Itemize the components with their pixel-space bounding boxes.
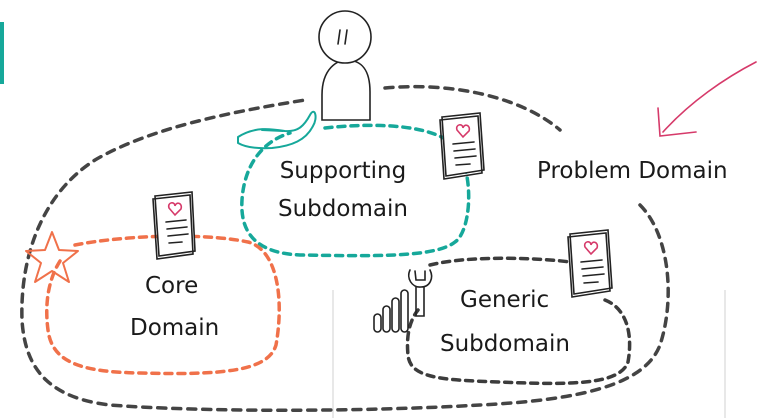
document-heart-icon	[439, 112, 485, 180]
problem-domain-label: Problem Domain	[537, 158, 728, 184]
hand-icon	[237, 110, 317, 150]
star-icon	[25, 231, 79, 283]
person-icon	[318, 10, 372, 121]
generic-subdomain-line2: Subdomain	[440, 331, 570, 357]
supporting-subdomain-label: Supporting Subdomain	[278, 155, 408, 225]
generic-subdomain-label: Generic Subdomain	[440, 284, 570, 360]
problem-domain-outline	[20, 84, 670, 412]
wrench-icon	[407, 269, 433, 317]
bar-chart-icon	[373, 289, 409, 333]
core-domain-line1: Core	[145, 273, 199, 299]
core-domain-line2: Domain	[130, 315, 220, 341]
core-domain-label: Core Domain	[130, 270, 219, 344]
core-domain-outline	[45, 234, 281, 376]
supporting-subdomain-line2: Subdomain	[278, 196, 408, 222]
edge-marker	[0, 22, 4, 84]
generic-subdomain-outline	[405, 256, 632, 386]
generic-subdomain-line1: Generic	[460, 287, 550, 313]
arrow-icon	[657, 61, 757, 137]
document-heart-icon	[567, 229, 613, 298]
supporting-subdomain-line1: Supporting	[279, 158, 407, 184]
document-heart-icon	[152, 191, 196, 260]
